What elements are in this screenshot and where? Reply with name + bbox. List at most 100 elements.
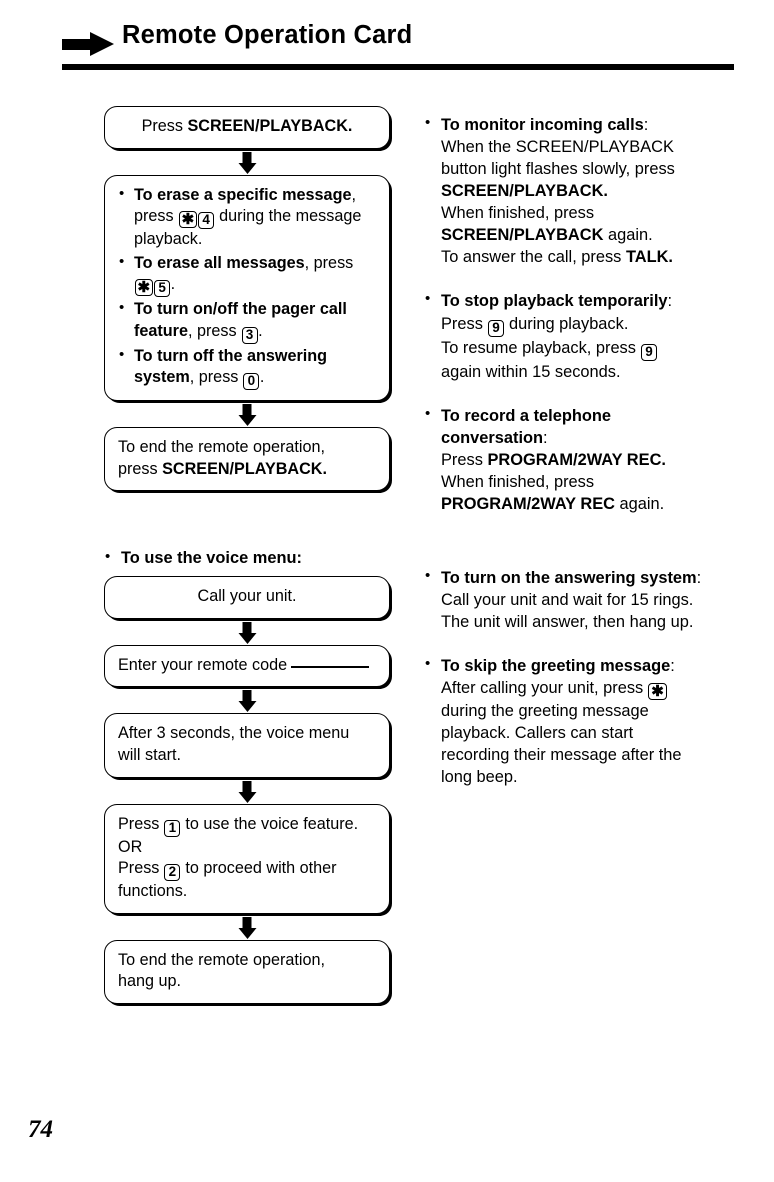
keycap-2: 2 bbox=[164, 864, 181, 882]
section-line: playback. Callers can start bbox=[441, 724, 634, 743]
flow-text-line: To end the remote operation, bbox=[118, 950, 325, 969]
flow-text-line: Press 1 to use the voice feature. bbox=[118, 814, 376, 837]
flow-text-line: press SCREEN/PLAYBACK. bbox=[118, 459, 376, 481]
section-line: Press 9 during playback. bbox=[441, 313, 714, 337]
section-turn-on-answering-system: To turn on the answering system: Call yo… bbox=[424, 566, 714, 633]
list-item-bold: To turn off the answering system bbox=[134, 346, 328, 387]
flow-text-line: Press 2 to proceed with other functions. bbox=[118, 858, 376, 903]
flow-text-line: hang up. bbox=[118, 972, 182, 991]
section-line: SCREEN/PLAYBACK again. bbox=[441, 224, 714, 246]
list-item-tail: . bbox=[170, 275, 176, 294]
keycap-0: 0 bbox=[243, 373, 260, 391]
section-line-text: After calling your unit, press bbox=[441, 679, 648, 698]
list-item-bold: To turn on/off the pager call feature bbox=[134, 300, 347, 340]
section-skip-greeting-message: To skip the greeting message: After call… bbox=[424, 654, 714, 788]
section-line-text: To resume playback, press bbox=[441, 338, 641, 357]
list-item: To turn off the answering system, press … bbox=[118, 345, 376, 391]
flow-text-bold: SCREEN/PLAYBACK. bbox=[162, 459, 327, 478]
section-line: button light flashes slowly, press bbox=[441, 160, 675, 179]
section-line: again within 15 seconds. bbox=[441, 362, 621, 381]
section-heading: To turn on the answering system: bbox=[441, 567, 714, 589]
flow-text-prefix: Press bbox=[118, 814, 164, 833]
section-line: After calling your unit, press ✱ bbox=[441, 677, 714, 701]
section-line-bold: SCREEN/PLAYBACK. bbox=[441, 182, 608, 201]
section-line-bold: TALK. bbox=[625, 248, 673, 267]
section-line-text: again. bbox=[603, 226, 653, 245]
section-line: SCREEN/PLAYBACK. bbox=[441, 180, 714, 202]
flow-text-tail: to use the voice feature. bbox=[180, 814, 359, 833]
flow-text-line: Enter your remote code bbox=[118, 655, 288, 674]
section-line-text: again. bbox=[614, 494, 665, 513]
flow-text-tail: to proceed with other functions. bbox=[118, 859, 337, 901]
flow-text-prefix: Press bbox=[118, 859, 164, 878]
section-stop-playback: To stop playback temporarily: Press 9 du… bbox=[424, 289, 714, 382]
section-heading-suffix: : bbox=[543, 428, 548, 447]
header-divider bbox=[62, 64, 734, 70]
section-line-text: To answer the call, press bbox=[441, 248, 626, 267]
section-line: When finished, press bbox=[441, 204, 595, 223]
section-line-bold: SCREEN/PLAYBACK bbox=[441, 226, 604, 245]
list-item-text: , press bbox=[189, 368, 243, 387]
keycap-star: ✱ bbox=[178, 211, 198, 229]
flow-arrow-down-icon bbox=[104, 401, 390, 427]
flow-text-or: OR bbox=[118, 837, 143, 856]
section-spacer bbox=[104, 491, 390, 549]
list-item-bold: To erase a specific message bbox=[134, 185, 352, 204]
flow-box-end-remote-operation: To end the remote operation, press SCREE… bbox=[104, 427, 390, 492]
list-item-text: , press bbox=[304, 253, 354, 272]
section-line: To answer the call, press TALK. bbox=[441, 246, 714, 268]
page-header: Remote Operation Card bbox=[62, 16, 732, 78]
list-item: To turn on/off the pager call feature, p… bbox=[118, 298, 376, 344]
keycap-star: ✱ bbox=[648, 683, 667, 701]
right-arrow-icon bbox=[62, 32, 116, 56]
left-column: Press SCREEN/PLAYBACK. To erase a specif… bbox=[104, 106, 390, 1004]
keycap-star: ✱ bbox=[134, 279, 154, 297]
keycap-9: 9 bbox=[641, 343, 658, 361]
list-item-tail: during the message playback. bbox=[134, 207, 362, 249]
list-item: To erase a specific message, press ✱4 du… bbox=[118, 184, 376, 251]
section-line: When finished, press bbox=[441, 472, 595, 491]
list-item-tail: . bbox=[258, 321, 263, 340]
remote-code-blank-field[interactable] bbox=[291, 665, 370, 668]
section-line: The unit will answer, then hang up. bbox=[441, 613, 694, 631]
section-line: during the greeting message bbox=[441, 702, 649, 721]
flow-box-press-screen-playback: Press SCREEN/PLAYBACK. bbox=[104, 106, 390, 149]
flow-arrow-down-icon bbox=[104, 149, 390, 175]
flow-box-end-hang-up: To end the remote operation, hang up. bbox=[104, 939, 390, 1004]
section-spacer bbox=[424, 537, 714, 567]
list-item-tail: . bbox=[259, 368, 265, 387]
flow-arrow-down-icon bbox=[104, 778, 390, 804]
flow-box-voice-menu-options: Press 1 to use the voice feature. OR Pre… bbox=[104, 803, 390, 914]
list-item-text: , press bbox=[187, 321, 242, 340]
section-line-bold: PROGRAM/2WAY REC bbox=[441, 494, 615, 513]
section-heading: To skip the greeting message: bbox=[441, 655, 714, 677]
keycap-9: 9 bbox=[487, 319, 504, 337]
section-record-conversation: To record a telephone conversation: Pres… bbox=[424, 404, 714, 515]
section-line: Press PROGRAM/2WAY REC. bbox=[441, 449, 714, 471]
keycap-1: 1 bbox=[164, 819, 181, 837]
section-line-text: Press bbox=[441, 314, 488, 333]
flow-arrow-down-icon bbox=[104, 619, 390, 645]
section-heading-text: To monitor incoming calls bbox=[441, 116, 644, 134]
flow-box-call-your-unit: Call your unit. bbox=[104, 576, 390, 619]
section-heading: To record a telephone conversation: bbox=[441, 405, 714, 449]
flow-text-bold: SCREEN/PLAYBACK. bbox=[187, 117, 353, 135]
flow-box-remote-commands: To erase a specific message, press ✱4 du… bbox=[104, 174, 390, 402]
flow-box-voice-menu-start: After 3 seconds, the voice menu will sta… bbox=[104, 713, 390, 778]
keycap-3: 3 bbox=[241, 326, 258, 344]
section-line: To resume playback, press 9 bbox=[441, 337, 714, 361]
section-heading-suffix: : bbox=[667, 292, 673, 311]
flow-text-prefix: press bbox=[118, 459, 163, 478]
section-heading-text: To skip the greeting message bbox=[441, 657, 671, 676]
keycap-4: 4 bbox=[198, 212, 215, 230]
section-monitor-incoming-calls: To monitor incoming calls: When the SCRE… bbox=[424, 113, 714, 268]
section-line-text: Press bbox=[441, 450, 488, 469]
flow-arrow-down-icon bbox=[104, 914, 390, 940]
page-title: Remote Operation Card bbox=[122, 21, 413, 49]
section-line: recording their message after the bbox=[441, 746, 682, 765]
section-heading-text: To record a telephone conversation bbox=[441, 406, 612, 447]
flow-box-enter-remote-code: Enter your remote code bbox=[104, 644, 390, 688]
section-heading-text: To turn on the answering system bbox=[441, 568, 697, 587]
keycap-5: 5 bbox=[154, 280, 171, 298]
list-item: To erase all messages, press ✱5. bbox=[118, 252, 376, 298]
